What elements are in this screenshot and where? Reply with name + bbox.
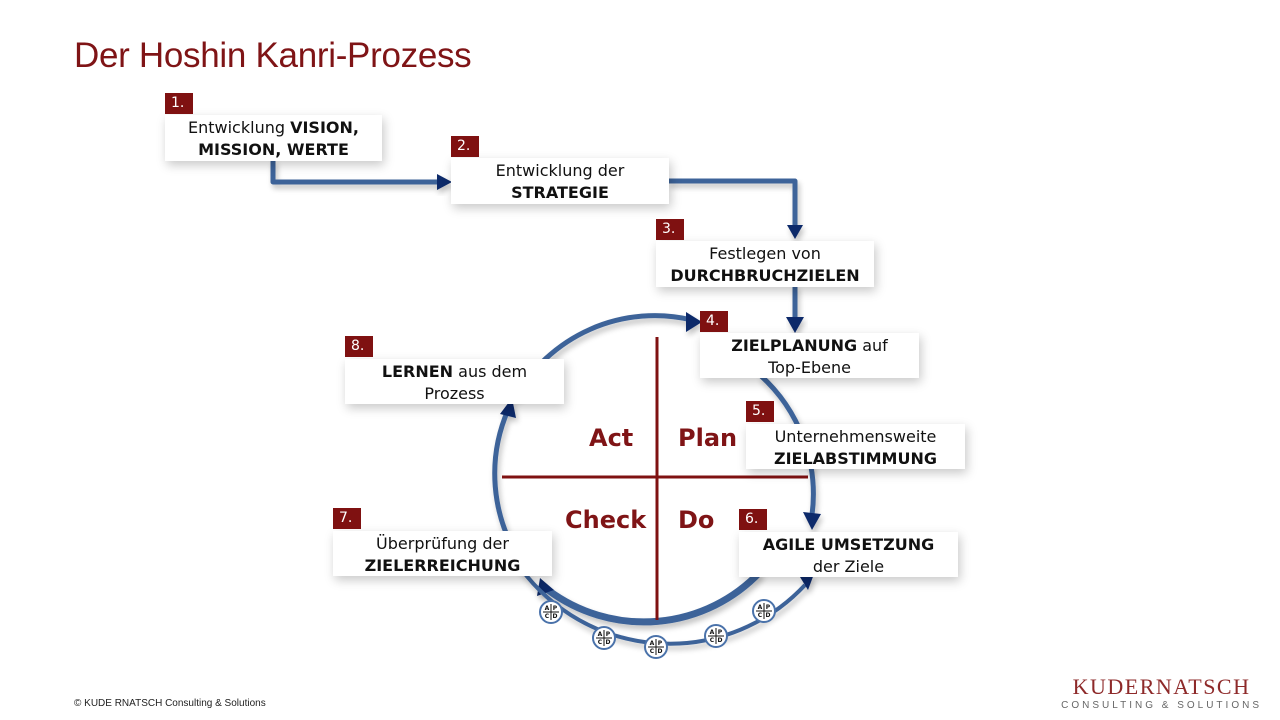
mini-pdca-letter: P xyxy=(766,604,771,611)
step-4-bold: ZIELPLANUNG xyxy=(731,336,858,355)
step-5-number-badge: 5. xyxy=(746,401,774,422)
mini-pdca-letter: A xyxy=(598,631,603,638)
arrowhead-icon xyxy=(803,512,821,530)
pdca-act-label: Act xyxy=(589,424,634,452)
step-6-bold: AGILE UMSETZUNG xyxy=(762,535,935,554)
mini-pdca-letter: P xyxy=(606,631,611,638)
step-7-text: Überprüfung der xyxy=(376,534,509,553)
arrowhead-icon xyxy=(786,317,804,333)
arrowhead-icon xyxy=(437,174,452,190)
connector-2-to-3 xyxy=(668,178,803,239)
company-logo: KUDERNATSCH CONSULTING & SOLUTIONS xyxy=(1061,675,1262,713)
step-1-bold-line2: MISSION, WERTE xyxy=(198,140,349,159)
mini-pdca-letter: A xyxy=(758,604,763,611)
mini-pdca-letter: A xyxy=(710,629,715,636)
step-4-box: ZIELPLANUNG auf Top-Ebene xyxy=(700,333,919,378)
step-2-text: Entwicklung der xyxy=(495,161,625,180)
arrowhead-icon xyxy=(800,574,814,590)
copyright-footer: © KUDE RNATSCH Consulting & Solutions xyxy=(74,698,266,709)
mini-pdca-letter: C xyxy=(758,612,763,619)
step-4-number-badge: 4. xyxy=(700,311,728,332)
pdca-do-label: Do xyxy=(678,506,715,534)
step-8-number-badge: 8. xyxy=(345,336,373,357)
step-5-bold: ZIELABSTIMMUNG xyxy=(773,449,937,468)
step-7-bold: ZIELERREICHUNG xyxy=(364,556,521,575)
step-6-box: AGILE UMSETZUNG der Ziele xyxy=(739,532,958,577)
step-1-box: Entwicklung VISION, MISSION, WERTE xyxy=(165,115,382,161)
step-3-bold: DURCHBRUCHZIELEN xyxy=(670,266,860,285)
mini-pdca-letter: P xyxy=(553,605,558,612)
logo-wordmark: KUDERNATSCH xyxy=(1072,674,1251,699)
connector-1-to-2 xyxy=(270,160,452,190)
mini-pdca-letter: C xyxy=(650,648,655,655)
mini-pdca-letter: D xyxy=(766,612,771,619)
step-1-number-badge: 1. xyxy=(165,93,193,114)
step-8-text-line2: Prozess xyxy=(424,384,485,403)
step-7-number-badge: 7. xyxy=(333,508,361,529)
step-8-box: LERNEN aus dem Prozess xyxy=(345,359,564,404)
mini-pdca-letter: C xyxy=(710,637,715,644)
step-1-text: Entwicklung xyxy=(188,118,291,137)
step-8-text: aus dem xyxy=(453,362,528,381)
pdca-cycle-circle xyxy=(492,312,821,626)
step-2-box: Entwicklung der STRATEGIE xyxy=(451,158,669,204)
step-5-text: Unternehmensweite xyxy=(774,427,937,446)
mini-pdca-letter: A xyxy=(650,640,655,647)
arrowhead-icon xyxy=(787,225,803,239)
logo-tagline: CONSULTING & SOLUTIONS xyxy=(1061,700,1262,711)
step-7-box: Überprüfung der ZIELERREICHUNG xyxy=(333,531,552,576)
step-4-text: auf xyxy=(857,336,888,355)
mini-pdca-letter: D xyxy=(553,613,558,620)
step-1-bold: VISION, xyxy=(290,118,359,137)
step-2-number-badge: 2. xyxy=(451,136,479,157)
pdca-check-label: Check xyxy=(565,506,647,534)
step-6-text: der Ziele xyxy=(812,557,885,576)
pdca-plan-label: Plan xyxy=(678,424,738,452)
mini-pdca-letter: A xyxy=(545,605,550,612)
mini-pdca-letter: P xyxy=(718,629,723,636)
step-6-number-badge: 6. xyxy=(739,509,767,530)
mini-pdca-letter: D xyxy=(658,648,663,655)
mini-pdca-letter: D xyxy=(606,639,611,646)
step-4-text-line2: Top-Ebene xyxy=(768,358,851,377)
step-3-box: Festlegen von DURCHBRUCHZIELEN xyxy=(656,241,874,287)
mini-pdca-letter: C xyxy=(545,613,550,620)
mini-pdca-letter: D xyxy=(718,637,723,644)
mini-pdca-letter: P xyxy=(658,640,663,647)
step-5-box: Unternehmensweite ZIELABSTIMMUNG xyxy=(746,424,965,469)
step-2-bold: STRATEGIE xyxy=(511,183,609,202)
step-8-bold: LERNEN xyxy=(381,362,454,381)
connector-3-to-4 xyxy=(786,285,804,333)
step-3-number-badge: 3. xyxy=(656,219,684,240)
mini-pdca-letter: C xyxy=(598,639,603,646)
page-title: Der Hoshin Kanri-Prozess xyxy=(74,36,472,75)
arrowhead-icon xyxy=(686,312,702,332)
step-3-text: Festlegen von xyxy=(709,244,821,263)
